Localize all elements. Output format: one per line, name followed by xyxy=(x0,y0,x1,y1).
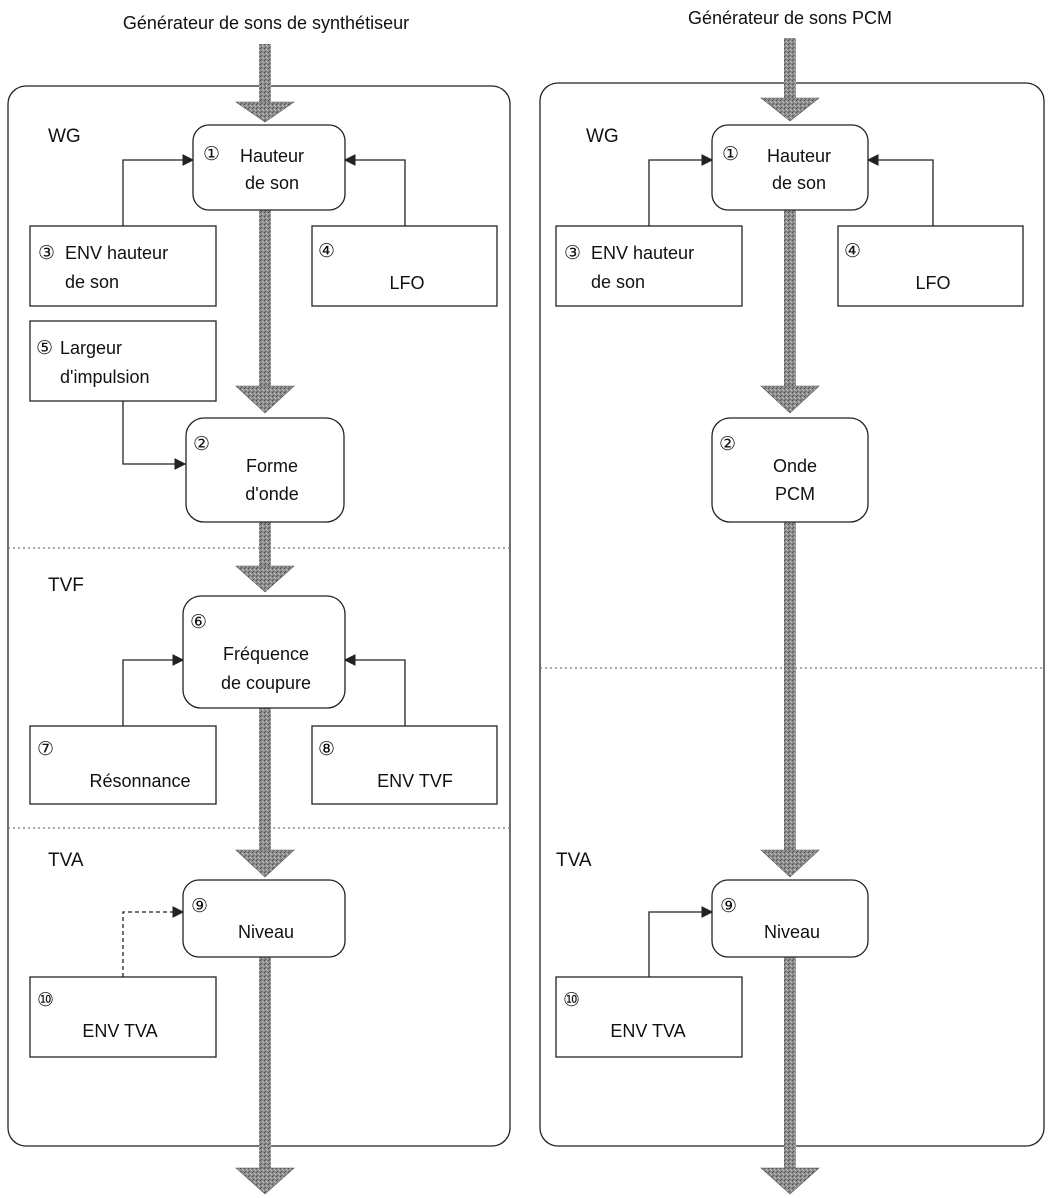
block-label: Hauteur xyxy=(240,146,304,166)
block-number: ③ xyxy=(564,243,581,264)
block-label: Forme xyxy=(246,456,298,476)
block-label: ENV TVF xyxy=(377,771,453,791)
section-label-tvf: TVF xyxy=(48,575,84,596)
block-label: ENV hauteur xyxy=(591,243,694,263)
block-level: ⑨ Niveau xyxy=(711,879,869,958)
panel-synth: Générateur de sons de synthétiseur WG TV… xyxy=(7,13,511,1195)
section-label-wg: WG xyxy=(48,126,81,147)
block-lfo: ④ LFO xyxy=(837,225,1024,307)
block-label: Résonnance xyxy=(89,771,190,791)
block-label: de son xyxy=(591,272,645,292)
signal-path xyxy=(235,44,295,1195)
panel-pcm-title: Générateur de sons PCM xyxy=(688,8,892,28)
block-cutoff: ⑥ Fréquence de coupure xyxy=(182,595,346,709)
block-label: Largeur xyxy=(60,338,122,358)
block-level: ⑨ Niveau xyxy=(182,879,346,958)
connector-resonance xyxy=(122,654,185,726)
block-pitch-env: ③ ENV hauteur de son xyxy=(555,225,743,307)
block-number: ④ xyxy=(844,241,861,262)
block-label: PCM xyxy=(775,484,815,504)
block-number: ⑥ xyxy=(190,612,207,633)
connector-tva-env xyxy=(122,906,185,977)
panel-synth-title: Générateur de sons de synthétiseur xyxy=(123,13,409,33)
block-label: LFO xyxy=(389,273,424,293)
block-number: ① xyxy=(203,144,220,165)
block-number: ④ xyxy=(318,241,335,262)
section-label-wg: WG xyxy=(586,126,619,147)
connector-tva-env xyxy=(648,906,714,977)
connector-pitch-env xyxy=(122,154,195,226)
block-label: de son xyxy=(245,173,299,193)
connector-pitch-env xyxy=(648,154,714,226)
block-number: ⑩ xyxy=(563,990,580,1011)
block-tva-env: ⑩ ENV TVA xyxy=(29,976,217,1058)
block-number: ⑧ xyxy=(318,739,335,760)
block-tvf-env: ⑧ ENV TVF xyxy=(311,725,498,805)
block-label: de son xyxy=(65,272,119,292)
block-number: ② xyxy=(193,434,210,455)
block-label: Niveau xyxy=(238,922,294,942)
block-pcm-wave: ② Onde PCM xyxy=(711,417,869,523)
block-number: ⑦ xyxy=(37,739,54,760)
connector-lfo xyxy=(866,154,934,226)
block-pitch: ① Hauteur de son xyxy=(711,124,869,211)
block-number: ⑤ xyxy=(36,338,53,359)
block-label: Onde xyxy=(773,456,817,476)
connector-lfo xyxy=(343,154,406,226)
section-label-tva: TVA xyxy=(48,850,84,871)
block-number: ② xyxy=(719,434,736,455)
block-number: ⑨ xyxy=(720,896,737,917)
block-label: de coupure xyxy=(221,673,311,693)
panel-pcm: Générateur de sons PCM WG TVA ① Hauteur … xyxy=(539,8,1045,1195)
block-label: d'onde xyxy=(245,484,299,504)
block-label: Hauteur xyxy=(767,146,831,166)
block-number: ⑨ xyxy=(191,896,208,917)
section-label-tva: TVA xyxy=(556,850,592,871)
block-label: Fréquence xyxy=(223,644,309,664)
block-waveform: ② Forme d'onde xyxy=(185,417,345,523)
block-label: de son xyxy=(772,173,826,193)
connector-tvf-env xyxy=(343,654,406,726)
block-label: ENV TVA xyxy=(610,1021,685,1041)
block-label: Niveau xyxy=(764,922,820,942)
block-pulse-width: ⑤ Largeur d'impulsion xyxy=(29,320,217,402)
block-label: ENV TVA xyxy=(82,1021,157,1041)
block-label: d'impulsion xyxy=(60,367,149,387)
block-number: ③ xyxy=(38,243,55,264)
block-tva-env: ⑩ ENV TVA xyxy=(555,976,743,1058)
block-label: ENV hauteur xyxy=(65,243,168,263)
signal-path xyxy=(760,38,820,1195)
block-number: ⑩ xyxy=(37,990,54,1011)
block-lfo: ④ LFO xyxy=(311,225,498,307)
block-label: LFO xyxy=(915,273,950,293)
connector-pulse xyxy=(122,401,187,470)
block-pitch: ① Hauteur de son xyxy=(192,124,346,211)
block-pitch-env: ③ ENV hauteur de son xyxy=(29,225,217,307)
block-resonance: ⑦ Résonnance xyxy=(29,725,217,805)
block-number: ① xyxy=(722,144,739,165)
